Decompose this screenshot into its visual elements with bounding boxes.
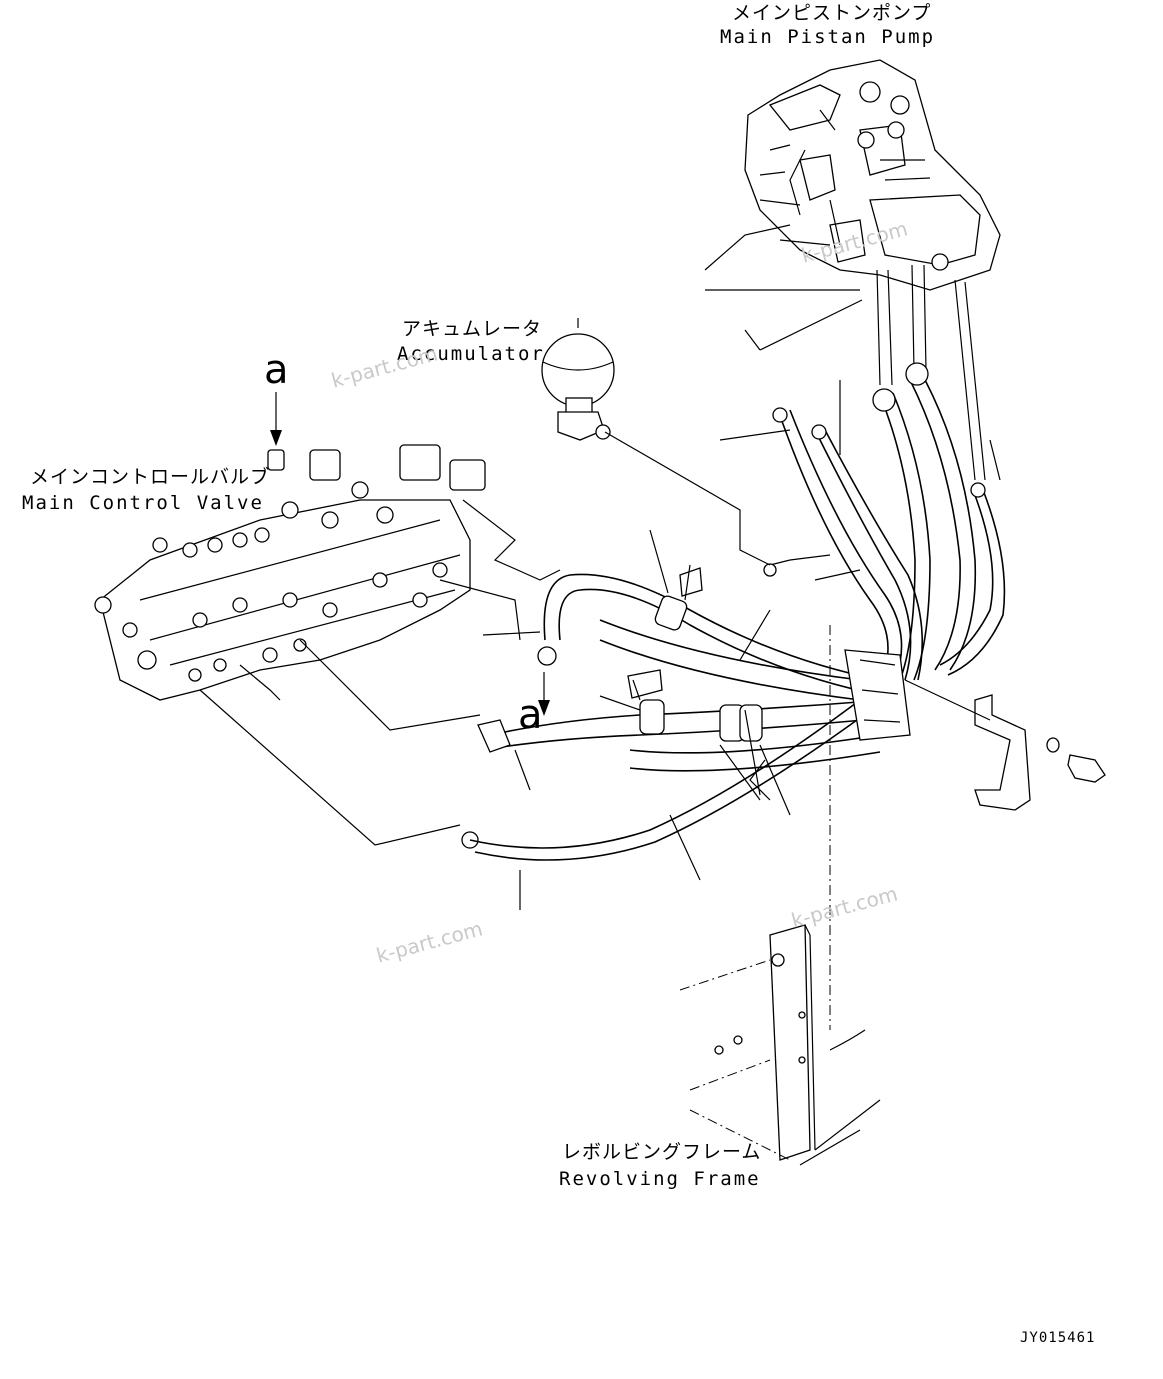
main-control-valve-label-en: Main Control Valve	[22, 492, 264, 514]
main-piston-pump	[744, 59, 1001, 291]
revolving-frame	[679, 625, 881, 1166]
accumulator-label-jp: アキュムレータ	[402, 318, 543, 340]
main-piston-pump-label-en: Main Pistan Pump	[720, 26, 936, 48]
drawing-id: JY015461	[1020, 1330, 1096, 1346]
reference-arrows	[270, 392, 550, 716]
reference-a-middle: a	[518, 692, 543, 738]
main-control-valve	[94, 444, 486, 701]
main-piston-pump-label-jp: メインピストンポンプ	[732, 2, 932, 24]
leader-lines	[199, 149, 1001, 910]
accumulator	[541, 318, 615, 441]
revolving-frame-label-jp: レボルビングフレーム	[562, 1141, 762, 1163]
reference-a-top: a	[264, 347, 289, 393]
accumulator-label-en: Accumulator	[397, 343, 545, 365]
hose-assembly	[461, 264, 1006, 861]
main-control-valve-label-jp: メインコントロールバルブ	[30, 466, 271, 488]
revolving-frame-label-en: Revolving Frame	[559, 1168, 761, 1190]
mounting-bracket	[974, 694, 1106, 811]
